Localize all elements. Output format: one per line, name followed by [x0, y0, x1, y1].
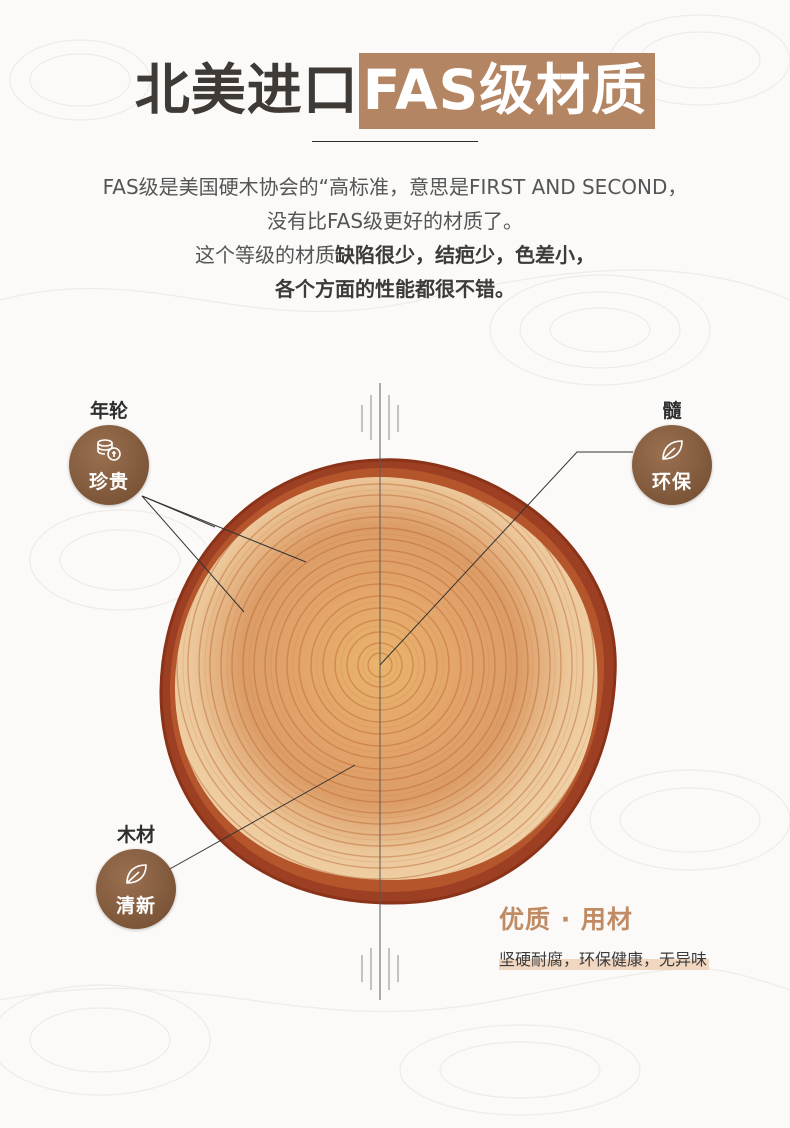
intro-line-3a: 这个等级的材质	[195, 243, 335, 267]
headline-plain: 北美进口	[134, 58, 359, 122]
leaf-icon	[126, 864, 147, 884]
badge-label-timber: 木材	[116, 824, 155, 846]
badge-label-annual-rings: 年轮	[89, 400, 128, 422]
badge-label-pith: 髓	[662, 400, 682, 422]
badge-text-fresh: 清新	[115, 895, 156, 917]
feature-subtitle: 坚硬耐腐，环保健康，无异味	[499, 946, 710, 970]
headline-highlight: FAS级材质	[358, 53, 656, 129]
intro-line-2: 没有比FAS级更好的材质了。	[266, 209, 524, 233]
intro-line-1: FAS级是美国硬木协会的“高标准，意思是FIRST AND SECOND，	[102, 175, 688, 199]
badge-text-eco: 环保	[651, 471, 692, 493]
intro-line-4: 各个方面的性能都很不错。	[275, 277, 515, 301]
badge-precious: 珍贵	[69, 425, 149, 505]
leaf-icon	[662, 440, 683, 460]
badge-fresh: 清新	[96, 849, 176, 929]
page-headline: 北美进口FAS级材质	[0, 52, 790, 129]
intro-line-3b: 缺陷很少，结疤少，色差小，	[335, 243, 595, 267]
badge-text-precious: 珍贵	[88, 471, 129, 493]
badge-eco: 环保	[632, 425, 712, 505]
feature-title: 优质 · 用材	[499, 905, 633, 934]
intro-paragraph: FAS级是美国硬木协会的“高标准，意思是FIRST AND SECOND， 没有…	[0, 170, 790, 306]
intro-line-3: 这个等级的材质缺陷很少，结疤少，色差小，	[0, 238, 790, 272]
coins-stack-icon	[97, 439, 121, 461]
headline-divider	[312, 141, 478, 142]
